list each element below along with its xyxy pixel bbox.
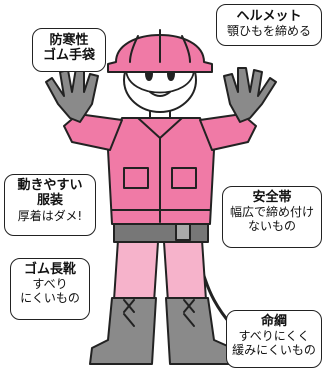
callout-belt: 安全帯 幅広で締め付け ないもの bbox=[222, 186, 322, 248]
left-glove bbox=[45, 67, 99, 123]
callout-boots: ゴム長靴 すべり にくいもの bbox=[10, 258, 90, 320]
callout-clothing: 動きやすい 服装 厚着はダメ! bbox=[4, 174, 96, 236]
gloves-label-line1: 防寒性 bbox=[49, 33, 89, 48]
boots-label-title: ゴム長靴 bbox=[23, 262, 76, 277]
chin-strap bbox=[125, 69, 195, 94]
left-pant-leg bbox=[113, 239, 159, 303]
gloves-label-line2: ゴム手袋 bbox=[42, 48, 95, 64]
belt-label-title: 安全帯 bbox=[252, 190, 292, 205]
belt-label-note2: ないもの bbox=[247, 219, 296, 234]
boots-label-note1: すべり bbox=[32, 277, 68, 292]
left-boot bbox=[89, 297, 157, 365]
clothing-label-note: 厚着はダメ! bbox=[17, 208, 83, 223]
clothing-label-title1: 動きやすい bbox=[17, 178, 83, 193]
right-glove bbox=[223, 67, 277, 123]
rope-label-note1: すべりにくく bbox=[238, 329, 310, 344]
clothing-label-title2: 服装 bbox=[36, 193, 63, 209]
belt-buckle bbox=[175, 223, 191, 241]
callout-gloves: 防寒性 ゴム手袋 bbox=[32, 28, 106, 72]
callout-rope: 命綱 すべりにくく 緩みにくいもの bbox=[226, 310, 322, 368]
boots-label-note2: にくいもの bbox=[20, 291, 80, 306]
helmet-label-note: 顎ひもを締める bbox=[226, 24, 311, 39]
belt-label-note1: 幅広で締め付け bbox=[229, 205, 314, 220]
callout-helmet: ヘルメット 顎ひもを締める bbox=[216, 4, 322, 46]
helmet-label-title: ヘルメット bbox=[236, 9, 302, 24]
right-pant-leg bbox=[163, 239, 207, 303]
rope-label-note2: 緩みにくいもの bbox=[232, 343, 316, 358]
rope-label-title: 命綱 bbox=[260, 314, 287, 329]
